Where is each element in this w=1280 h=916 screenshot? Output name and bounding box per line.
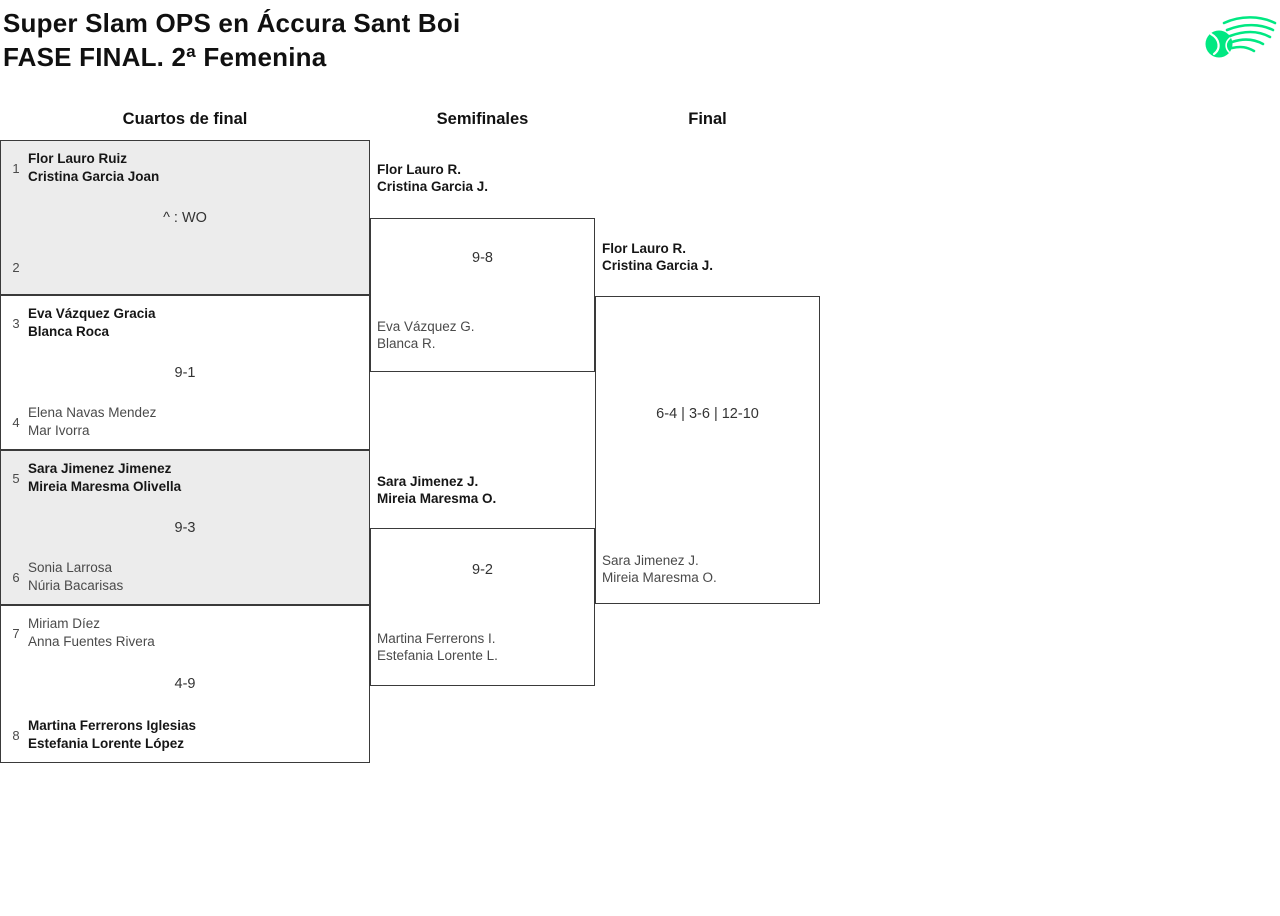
match-score: 9-2 [472,562,493,578]
player-name: Sara Jimenez J. [602,553,699,568]
match-score: 6-4 | 3-6 | 12-10 [656,406,759,422]
player-name: Sonia Larrosa [28,560,113,575]
player-name: Anna Fuentes Rivera [28,634,155,649]
player-name: Martina Ferrerons Iglesias [28,718,197,733]
seed-number: 3 [12,315,20,331]
round-header-cuartos: Cuartos de final [122,110,248,128]
player-name: Cristina Garcia J. [377,179,489,194]
seed-number: 7 [12,625,20,641]
tournament-name: Super Slam OPS en Áccura Sant Boi [3,8,461,38]
match-score: ^ : WO [163,209,207,226]
seed-number: 6 [12,569,20,585]
team-slot-seed-5: 5 Sara Jimenez Jimenez Mireia Maresma Ol… [8,460,361,496]
seed-number: 2 [12,259,20,275]
team-slot-seed-6: 6 Sonia Larrosa Núria Bacarisas [8,559,361,595]
match-score: 4-9 [174,676,196,692]
player-name: Mireia Maresma O. [602,570,717,585]
player-name: Mireia Maresma Olivella [28,479,182,494]
player-name: Sara Jimenez Jimenez [28,461,172,476]
round-header-semifinales: Semifinales [436,110,529,128]
team-players: Sonia Larrosa Núria Bacarisas [28,559,123,595]
final-team-top: Flor Lauro R. Cristina Garcia J. [602,240,818,274]
player-name: Blanca Roca [28,324,110,339]
player-name: Sara Jimenez J. [377,474,479,489]
connector-box-final [595,296,820,604]
connector-box-semifinal-2 [370,528,595,686]
team-players: Sara Jimenez Jimenez Mireia Maresma Oliv… [28,460,181,496]
match-score: 9-8 [472,250,493,266]
semifinal-1-team-bottom: Eva Vázquez G. Blanca R. [377,318,593,352]
seed-number: 5 [12,470,20,486]
player-name: Martina Ferrerons I. [377,631,496,646]
final-team-bottom: Sara Jimenez J. Mireia Maresma O. [602,552,818,586]
seed-number: 4 [12,414,20,430]
player-name: Eva Vázquez Gracia [28,306,156,321]
player-name: Cristina Garcia Joan [28,169,160,184]
player-name: Mar Ivorra [28,423,90,438]
player-name: Elena Navas Mendez [28,405,157,420]
match-score: 9-3 [174,519,196,536]
seed-number: 1 [12,160,20,176]
team-slot-seed-2: 2 [8,249,361,285]
semifinal-2-team-bottom: Martina Ferrerons I. Estefania Lorente L… [377,630,593,664]
flying-padel-ball-logo [1205,16,1277,58]
page-title: Super Slam OPS en Áccura Sant Boi FASE F… [3,6,460,74]
player-name: Blanca R. [377,336,436,351]
team-slot-seed-8: 8 Martina Ferrerons Iglesias Estefania L… [8,717,361,753]
match-quarterfinal-1: 1 Flor Lauro Ruiz Cristina Garcia Joan ^… [0,140,370,295]
round-header-final: Final [688,110,727,128]
team-slot-seed-7: 7 Miriam Díez Anna Fuentes Rivera [8,615,361,651]
player-name: Eva Vázquez G. [377,319,475,334]
player-name: Miriam Díez [28,616,101,631]
match-quarterfinal-3: 5 Sara Jimenez Jimenez Mireia Maresma Ol… [0,450,370,605]
match-quarterfinal-4: 7 Miriam Díez Anna Fuentes Rivera 4-9 8 … [0,605,370,763]
player-name: Estefania Lorente L. [377,648,498,663]
player-name: Flor Lauro Ruiz [28,151,127,166]
semifinal-2-team-top: Sara Jimenez J. Mireia Maresma O. [377,473,593,507]
phase-category: FASE FINAL. 2ª Femenina [3,42,327,72]
team-players: Elena Navas Mendez Mar Ivorra [28,404,156,440]
team-players: Miriam Díez Anna Fuentes Rivera [28,615,155,651]
team-slot-seed-3: 3 Eva Vázquez Gracia Blanca Roca [8,305,361,341]
player-name: Cristina Garcia J. [602,258,714,273]
match-quarterfinal-2: 3 Eva Vázquez Gracia Blanca Roca 9-1 4 E… [0,295,370,450]
semifinal-1-team-top: Flor Lauro R. Cristina Garcia J. [377,161,593,195]
player-name: Flor Lauro R. [377,162,461,177]
team-players: Eva Vázquez Gracia Blanca Roca [28,305,156,341]
team-slot-seed-1: 1 Flor Lauro Ruiz Cristina Garcia Joan [8,150,361,186]
player-name: Núria Bacarisas [28,578,124,593]
team-players: Martina Ferrerons Iglesias Estefania Lor… [28,717,196,753]
connector-box-semifinal-1 [370,218,595,372]
player-name: Estefania Lorente López [28,736,185,751]
match-score: 9-1 [174,364,196,381]
team-players: Flor Lauro Ruiz Cristina Garcia Joan [28,150,159,186]
seed-number: 8 [12,727,20,743]
player-name: Mireia Maresma O. [377,491,497,506]
team-slot-seed-4: 4 Elena Navas Mendez Mar Ivorra [8,404,361,440]
player-name: Flor Lauro R. [602,241,686,256]
